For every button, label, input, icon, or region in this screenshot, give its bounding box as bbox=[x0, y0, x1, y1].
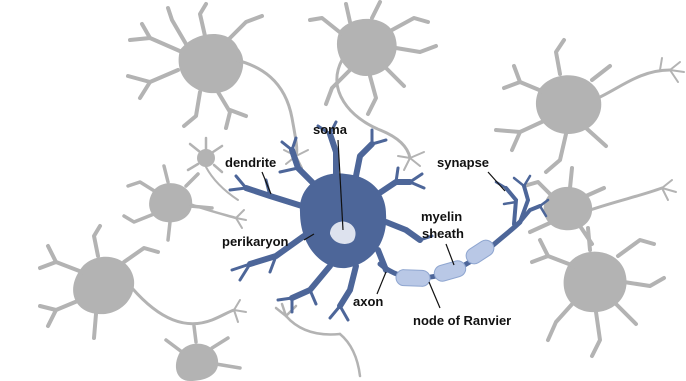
background-neuron-bottom-small bbox=[276, 304, 360, 376]
background-neuron-bottom-right bbox=[532, 228, 664, 356]
leader-node bbox=[429, 282, 440, 308]
label-dendrite: dendrite bbox=[225, 155, 276, 170]
label-myelin: myelin bbox=[421, 209, 462, 224]
background-neuron-bottom-left bbox=[40, 226, 246, 338]
background-neuron-bottom-center bbox=[166, 326, 240, 381]
background-neuron-left-middle bbox=[124, 166, 246, 240]
label-soma: soma bbox=[313, 122, 348, 137]
leader-myelin bbox=[446, 244, 454, 265]
label-synapse: synapse bbox=[437, 155, 489, 170]
background-neuron-top-left bbox=[128, 4, 308, 168]
background-neuron-mid-right bbox=[524, 168, 676, 244]
label-perikaryon: perikaryon bbox=[222, 234, 289, 249]
background-neuron-right bbox=[496, 40, 684, 172]
myelin-segment bbox=[396, 269, 431, 286]
myelin-segment bbox=[432, 259, 467, 283]
label-axon: axon bbox=[353, 294, 383, 309]
leader-synapse bbox=[488, 172, 505, 191]
label-node-of-ranvier: node of Ranvier bbox=[413, 313, 511, 328]
label-sheath: sheath bbox=[422, 226, 464, 241]
leader-axon bbox=[377, 272, 386, 294]
main-neuron bbox=[230, 122, 548, 320]
